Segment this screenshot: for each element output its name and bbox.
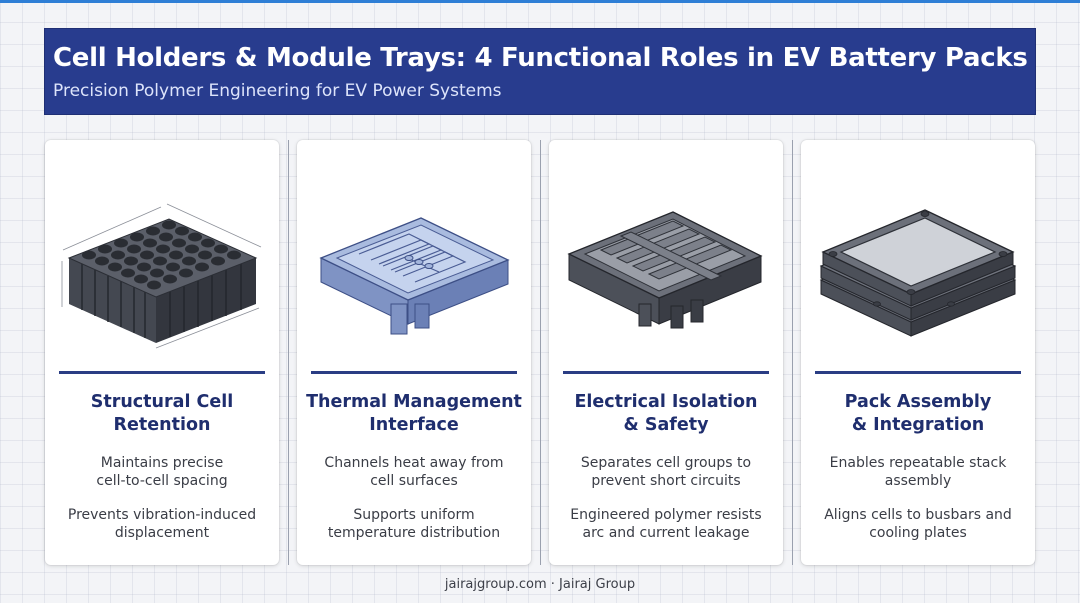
card-divider-rule: [815, 371, 1021, 374]
column-divider: [540, 140, 541, 565]
card-title-line: Interface: [369, 415, 459, 435]
card-point-line: temperature distribution: [327, 525, 501, 541]
column-divider: [288, 140, 289, 565]
card-point: Channels heat away from cell surfaces: [307, 454, 521, 490]
card-point: Supports uniform temperature distributio…: [307, 506, 521, 542]
card-title: Pack Assembly & Integration: [807, 391, 1029, 437]
card-point-line: arc and current leakage: [582, 525, 750, 541]
stacked-trays-icon: [813, 154, 1023, 354]
card-title: Electrical Isolation & Safety: [555, 391, 777, 437]
top-accent-line: [0, 0, 1080, 3]
column-divider: [792, 140, 793, 565]
card-title-line: & Safety: [623, 415, 709, 435]
card-title: Thermal Management Interface: [303, 391, 525, 437]
cell-holder-grid-icon: [57, 154, 267, 354]
card-divider-rule: [563, 371, 769, 374]
card-point-line: cell surfaces: [370, 473, 458, 489]
card-divider-rule: [311, 371, 517, 374]
page-title: Cell Holders & Module Trays: 4 Functiona…: [53, 43, 1028, 73]
card-point-line: Supports uniform: [353, 507, 475, 523]
title-banner: Cell Holders & Module Trays: 4 Functiona…: [44, 28, 1036, 115]
card-point-line: cell-to-cell spacing: [96, 473, 228, 489]
card-thermal-management: Thermal Management Interface Channels he…: [297, 140, 531, 565]
card-point: Enables repeatable stack assembly: [811, 454, 1025, 490]
card-point: Engineered polymer resists arc and curre…: [559, 506, 773, 542]
card-point-line: prevent short circuits: [591, 473, 741, 489]
card-point-line: cooling plates: [869, 525, 967, 541]
card-point-line: Channels heat away from: [324, 455, 504, 471]
card-point-line: Engineered polymer resists: [570, 507, 762, 523]
card-point: Aligns cells to busbars and cooling plat…: [811, 506, 1025, 542]
card-point-line: Prevents vibration-induced: [67, 507, 257, 523]
card-point-line: Separates cell groups to: [580, 455, 752, 471]
card-point-line: Aligns cells to busbars and: [824, 507, 1012, 523]
thermal-channel-tray-icon: [309, 154, 519, 354]
page-subtitle: Precision Polymer Engineering for EV Pow…: [53, 81, 502, 101]
card-title-line: Retention: [113, 415, 211, 435]
card-point-line: assembly: [884, 473, 952, 489]
card-point: Separates cell groups to prevent short c…: [559, 454, 773, 490]
card-point-line: displacement: [114, 525, 210, 541]
card-structural-retention: Structural Cell Retention Maintains prec…: [45, 140, 279, 565]
card-title-line: Thermal Management: [306, 392, 522, 412]
card-title-line: Pack Assembly: [844, 392, 992, 412]
card-point-line: Maintains precise: [100, 455, 224, 471]
isolation-tray-icon: [561, 154, 771, 354]
card-divider-rule: [59, 371, 265, 374]
card-title-line: Structural Cell: [90, 392, 234, 412]
card-point: Maintains precise cell-to-cell spacing: [55, 454, 269, 490]
card-title-line: Electrical Isolation: [574, 392, 758, 412]
footer-credit: jairajgroup.com · Jairaj Group: [444, 577, 636, 592]
card-title: Structural Cell Retention: [51, 391, 273, 437]
card-title-line: & Integration: [851, 415, 985, 435]
card-point: Prevents vibration-induced displacement: [55, 506, 269, 542]
card-electrical-isolation: Electrical Isolation & Safety Separates …: [549, 140, 783, 565]
card-pack-assembly: Pack Assembly & Integration Enables repe…: [801, 140, 1035, 565]
card-point-line: Enables repeatable stack: [829, 455, 1007, 471]
